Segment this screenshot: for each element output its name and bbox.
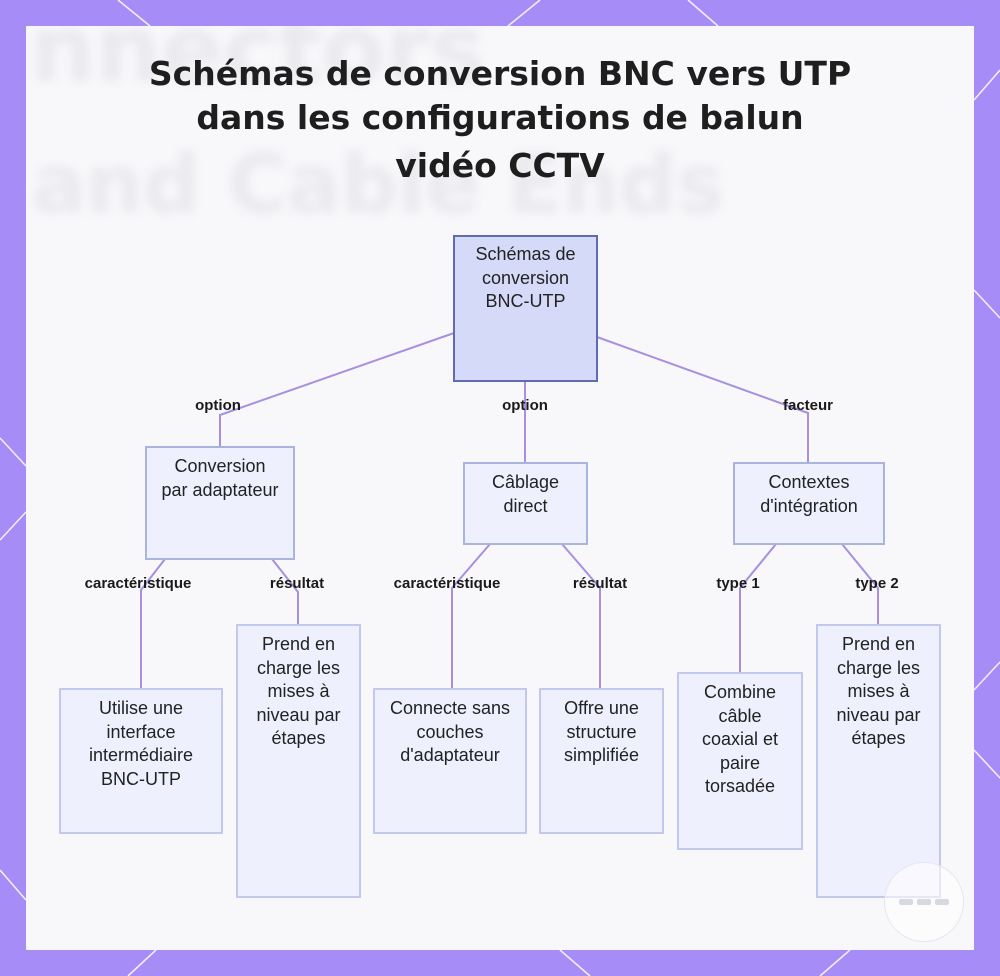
node-type2-leaf: Prend en charge les mises à niveau par é…: [816, 624, 941, 898]
edge-label-adapter-result: résultat: [269, 575, 325, 592]
edge-label-option-center: option: [502, 397, 548, 414]
edge-contexts-type2: [841, 543, 879, 624]
title-line-3: vidéo CCTV: [395, 146, 605, 185]
edge-label-option-left: option: [195, 397, 241, 414]
edge-direct-feature: [451, 543, 491, 688]
edge-adapter-result: [271, 558, 299, 624]
node-adapter-conversion: Conversion par adaptateur: [145, 446, 295, 560]
node-type1-leaf: Combine câble coaxial et paire torsadée: [677, 672, 803, 850]
node-direct-result: Offre une structure simplifiée: [539, 688, 664, 834]
edge-label-type-2: type 2: [855, 575, 899, 592]
edge-contexts-type1: [739, 543, 777, 672]
node-adapter-feature: Utilise une interface intermédiaire BNC-…: [59, 688, 223, 834]
edge-label-type-1: type 1: [716, 575, 760, 592]
node-direct-feature: Connecte sans couches d'adaptateur: [373, 688, 527, 834]
node-root: Schémas de conversion BNC-UTP: [453, 235, 598, 382]
page-title: Schémas de conversion BNC vers UTP dans …: [0, 52, 1000, 188]
title-line-2: dans les configurations de balun: [196, 98, 804, 137]
edge-label-direct-result: résultat: [572, 575, 628, 592]
edge-direct-result: [561, 543, 601, 688]
edge-label-direct-feature: caractéristique: [393, 575, 501, 592]
node-adapter-result: Prend en charge les mises à niveau par é…: [236, 624, 361, 898]
edge-label-factor: facteur: [782, 397, 834, 414]
edge-adapter-feature: [140, 558, 166, 688]
node-integration-contexts: Contextes d'intégration: [733, 462, 885, 545]
edge-label-adapter-feature: caractéristique: [84, 575, 192, 592]
edge-root-adapter: [219, 332, 455, 446]
title-line-1: Schémas de conversion BNC vers UTP: [148, 54, 852, 93]
watermark-badge: [884, 862, 964, 942]
edge-root-contexts: [596, 336, 809, 462]
node-direct-cabling: Câblage direct: [463, 462, 588, 545]
